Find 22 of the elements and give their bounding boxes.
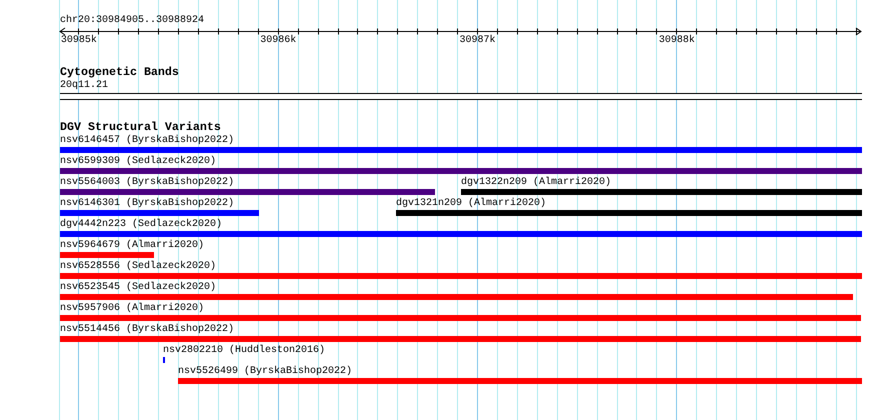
tick-label: 30988k [658,34,695,46]
band-label: 20q11.21 [60,80,108,91]
variant-label: nsv5564003 (ByrskaBishop2022) [60,177,234,188]
variant-label: dgv1321n209 (Almarri2020) [396,198,546,209]
tick-label: 30985k [60,34,97,46]
variant-label: nsv5526499 (ByrskaBishop2022) [178,366,352,377]
variant-label: nsv6528556 (Sedlazeck2020) [60,261,216,272]
variant-label: nsv5514456 (ByrskaBishop2022) [60,324,234,335]
location-label: chr20:30984905..30988924 [60,15,204,26]
variant-label: nsv6523545 (Sedlazeck2020) [60,282,216,293]
variant-label: nsv6146301 (ByrskaBishop2022) [60,198,234,209]
variant-label: nsv5957906 (Almarri2020) [60,303,204,314]
variant-label: nsv6599309 (Sedlazeck2020) [60,156,216,167]
tick-label: 30986k [260,34,296,46]
track-title: Cytogenetic Bands [60,66,179,80]
variant-label: nsv2802210 (Huddleston2016) [163,345,326,356]
variant-label: nsv6146457 (ByrskaBishop2022) [60,135,234,146]
variant-label: nsv5964679 (Almarri2020) [60,240,204,251]
variant-label: dgv4442n223 (Sedlazeck2020) [60,219,222,230]
tick-label: 30987k [460,34,496,46]
variant-label: dgv1322n209 (Almarri2020) [461,177,612,188]
track-title: DGV Structural Variants [60,121,221,134]
